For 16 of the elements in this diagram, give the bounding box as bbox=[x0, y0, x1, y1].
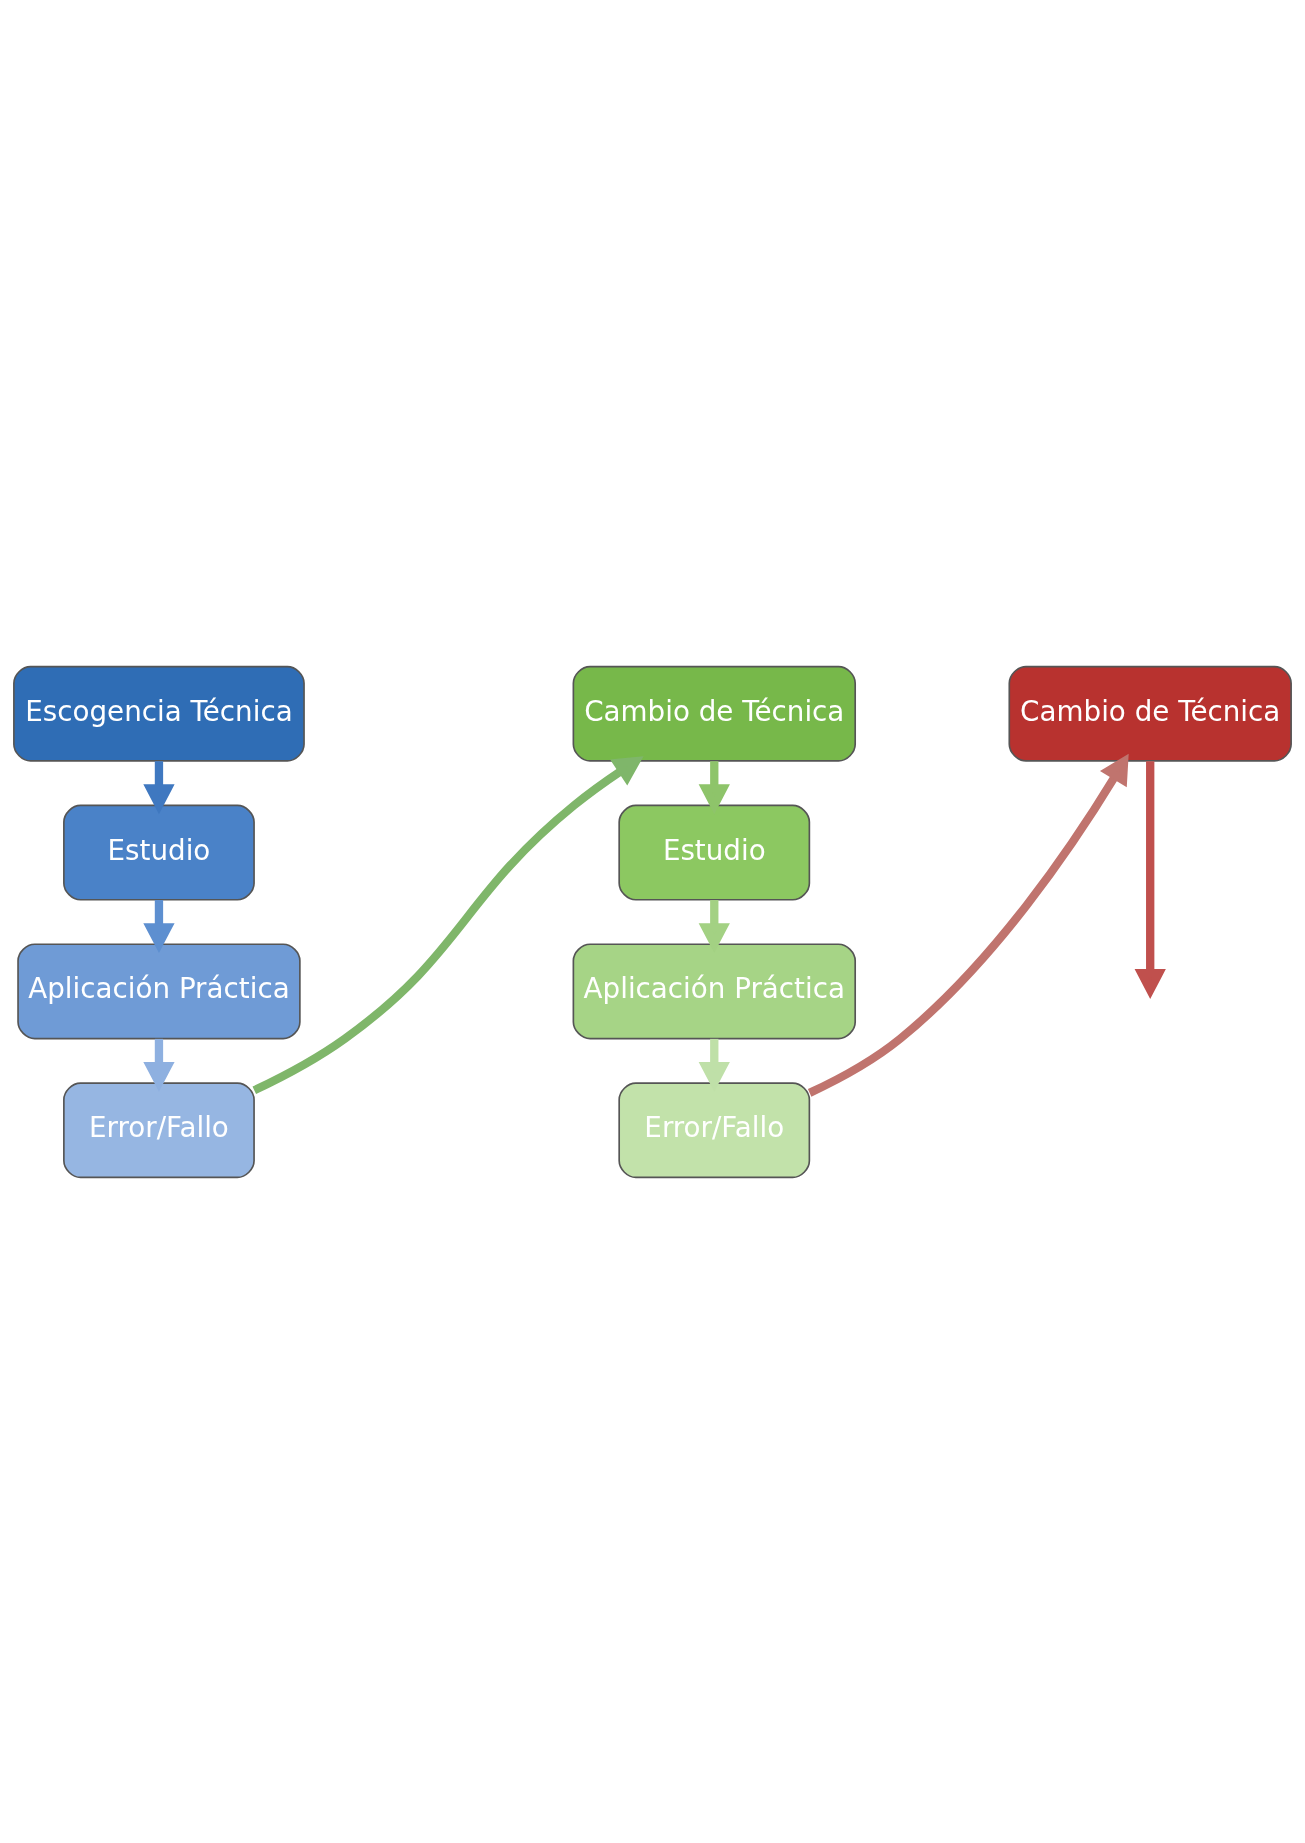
node-box: Error/Fallo bbox=[63, 1081, 255, 1178]
arrow bbox=[1134, 760, 1166, 999]
arrow bbox=[143, 1038, 175, 1092]
node-box: Escogencia Técnica bbox=[13, 665, 305, 762]
node-box: Estudio bbox=[618, 804, 811, 901]
arrow bbox=[143, 760, 175, 814]
arrow bbox=[807, 753, 1129, 1097]
arrow bbox=[698, 760, 730, 814]
node-box: Aplicación Práctica bbox=[572, 942, 857, 1039]
node-box: Cambio de Técnica bbox=[572, 665, 857, 762]
node-box: Cambio de Técnica bbox=[1008, 665, 1292, 762]
node-box: Estudio bbox=[63, 804, 255, 901]
arrow bbox=[252, 755, 644, 1094]
node-box: Error/Fallo bbox=[618, 1081, 811, 1178]
arrow bbox=[143, 899, 175, 953]
node-box: Aplicación Práctica bbox=[17, 942, 301, 1039]
